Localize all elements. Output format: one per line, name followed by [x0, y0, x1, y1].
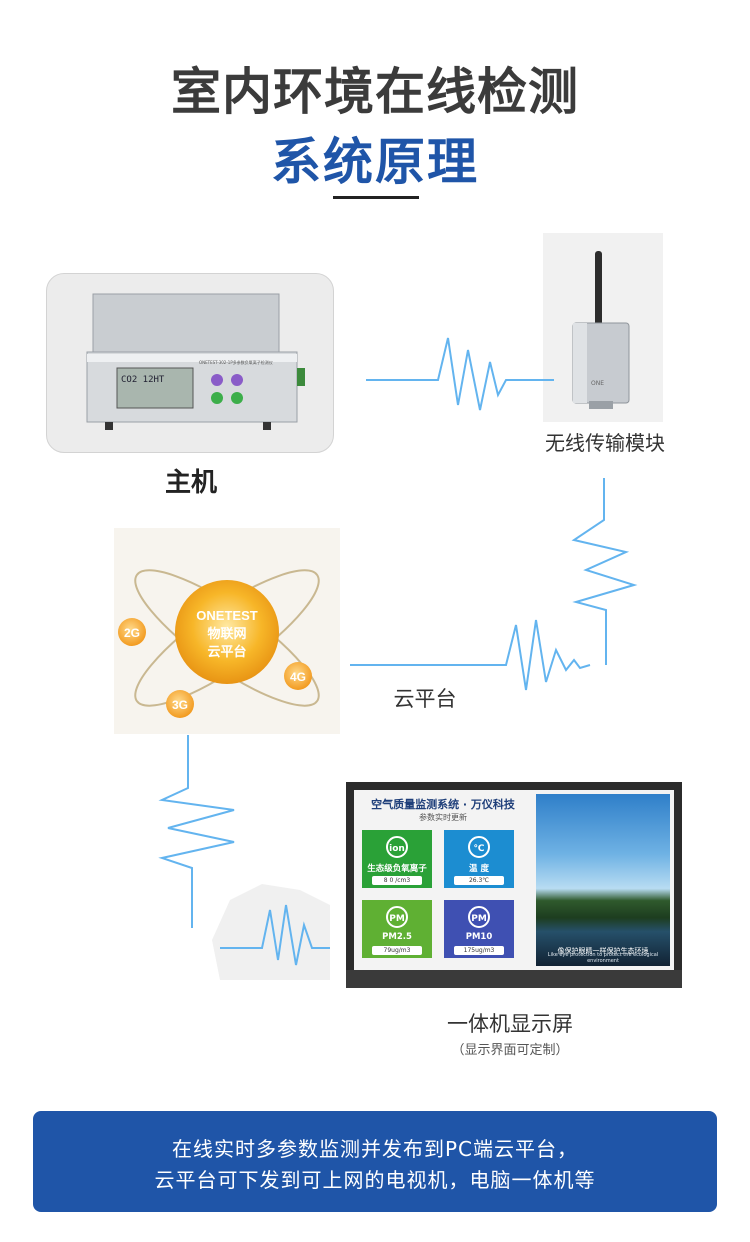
cloud-badge-line2: 物联网	[207, 626, 246, 642]
signal-wave-to-display	[220, 904, 330, 966]
screen-title: 空气质量监测系统 · 万仪科技	[371, 798, 515, 811]
tile-value: 175ug/m3	[454, 946, 504, 955]
signal-wave-cloud-down	[158, 735, 235, 928]
cloud-platform-image: ONETEST 物联网 云平台 2G 3G 4G	[114, 528, 340, 734]
display-bezel	[346, 970, 682, 988]
host-device-illustration: CO2 12HT ONETEST-302-1P多参数负氧离子检测仪	[86, 293, 305, 430]
wireless-module-illustration: ONE	[572, 251, 630, 409]
tile-temperature: ℃ 温 度 26.3℃	[444, 830, 514, 888]
tile-name: PM2.5	[382, 932, 412, 942]
display-screen-image: 空气质量监测系统 · 万仪科技 参数实时更新 ion 生态级负氧离子 8 0 /…	[346, 782, 682, 988]
screen-subtitle: 参数实时更新	[419, 813, 467, 822]
network-2g-badge: 2G	[124, 626, 140, 640]
tile-pm10: PM PM10 175ug/m3	[444, 900, 514, 958]
cloud-badge-line3: 云平台	[207, 644, 246, 660]
host-model-text: ONETEST-302-1P多参数负氧离子检测仪	[199, 359, 273, 365]
cloud-shape-decoration	[212, 884, 330, 980]
photo-caption-english: Like eye protection to protect the ecolo…	[547, 952, 659, 964]
page-title: 室内环境在线检测	[171, 63, 579, 121]
title-divider	[333, 196, 419, 199]
summary-banner	[33, 1111, 717, 1212]
display-label: 一体机显示屏	[447, 1012, 573, 1036]
tile-name: PM10	[465, 932, 493, 942]
tile-value: 26.3℃	[454, 876, 504, 885]
signal-wave-cloud-to-module	[350, 619, 591, 691]
tile-name: 温 度	[469, 864, 489, 874]
nature-photo: 像保护眼睛一样保护生态环境 Like eye protection to pro…	[536, 794, 670, 966]
cloud-platform-label: 云平台	[393, 687, 457, 711]
tile-name: 生态级负氧离子	[367, 864, 427, 874]
cloud-platform-illustration: ONETEST 物联网 云平台 2G 3G 4G	[118, 569, 320, 718]
banner-line2: 云平台可下发到可上网的电视机，电脑一体机等	[154, 1168, 596, 1192]
network-3g-badge: 3G	[172, 698, 188, 712]
tile-value: 79ug/m3	[372, 946, 422, 955]
display-sublabel: （显示界面可定制）	[451, 1043, 569, 1058]
ion-icon: ion	[386, 836, 408, 858]
display-screen-content: 空气质量监测系统 · 万仪科技 参数实时更新 ion 生态级负氧离子 8 0 /…	[354, 790, 674, 970]
thermometer-icon: ℃	[468, 836, 490, 858]
tile-negative-ion: ion 生态级负氧离子 8 0 /cm3	[362, 830, 432, 888]
banner-line1: 在线实时多参数监测并发布到PC端云平台，	[171, 1137, 579, 1161]
signal-wave-host-to-module	[366, 337, 554, 411]
host-device-image: CO2 12HT ONETEST-302-1P多参数负氧离子检测仪	[46, 273, 334, 453]
wireless-module-label: 无线传输模块	[545, 431, 665, 455]
cloud-badge-line1: ONETEST	[196, 608, 257, 623]
page-subtitle: 系统原理	[271, 133, 479, 191]
wireless-module-image: ONE	[543, 233, 663, 422]
network-4g-badge: 4G	[290, 670, 306, 684]
signal-wave-module-down	[571, 478, 638, 665]
pm-icon: PM	[386, 906, 408, 928]
photo-caption: 像保护眼睛一样保护生态环境	[557, 947, 649, 955]
tile-value: 8 0 /cm3	[372, 876, 422, 885]
host-label: 主机	[164, 468, 217, 498]
pm-icon: PM	[468, 906, 490, 928]
tile-pm25: PM PM2.5 79ug/m3	[362, 900, 432, 958]
svg-text:ONE: ONE	[591, 380, 604, 387]
host-lcd-text: CO2 12HT	[121, 375, 165, 385]
